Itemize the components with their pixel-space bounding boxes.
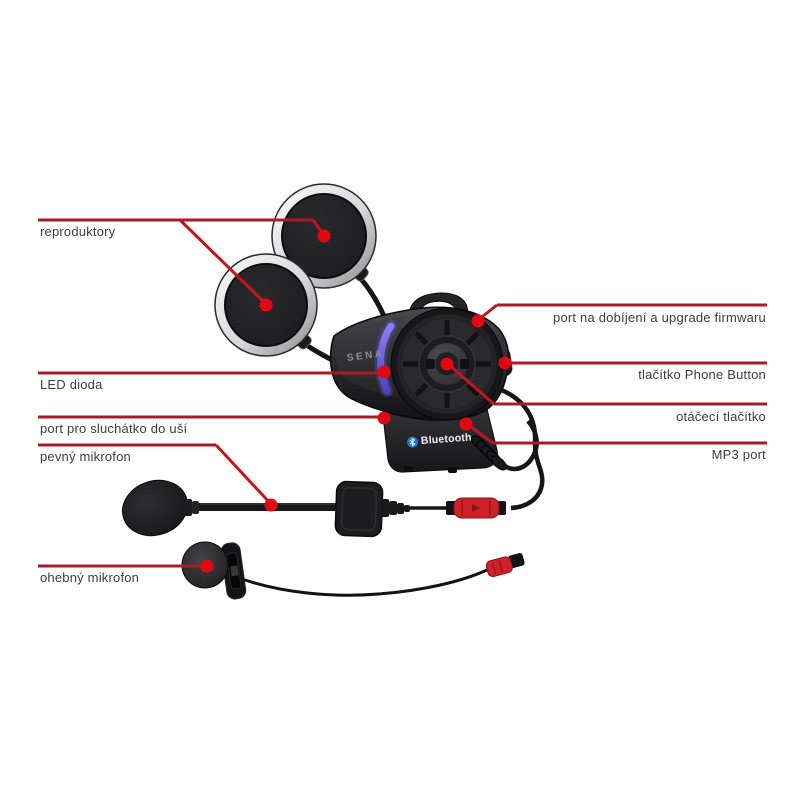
label-port-dobijeni: port na dobíjení a upgrade firmwaru <box>553 310 766 325</box>
bluetooth-icon <box>406 435 419 448</box>
callout-dot <box>377 411 391 425</box>
callouts <box>38 218 767 568</box>
callout-dot <box>259 298 273 312</box>
label-otaceci-tlacitko: otáčecí tlačítko <box>676 409 766 424</box>
label-pevny-mikrofon: pevný mikrofon <box>40 449 131 464</box>
label-tlacitko-phone: tlačítko Phone Button <box>638 367 766 382</box>
callout-mp3-port <box>466 422 767 445</box>
wired-mic-connector <box>485 553 525 578</box>
wired-microphone <box>181 541 525 600</box>
wired-mic-cable <box>241 567 490 597</box>
callout-otaceci-tlacitko <box>447 362 767 406</box>
label-ohebny-mikrofon: ohebný mikrofon <box>40 570 140 585</box>
cable-loop <box>495 385 545 511</box>
callout-pevny-mikrofon <box>38 443 272 505</box>
callout-dot <box>377 365 391 379</box>
boom-jack <box>380 499 410 517</box>
callout-dot <box>471 314 485 328</box>
callout-dot <box>459 417 473 431</box>
callout-dot <box>200 559 214 573</box>
callout-dot <box>498 356 512 370</box>
callout-dot <box>440 357 454 371</box>
label-led-dioda: LED dioda <box>40 377 103 392</box>
label-mp3-port: MP3 port <box>711 447 766 462</box>
label-reproduktory: reproduktory <box>40 224 116 239</box>
label-port-sluchatko: port pro sluchátko do uší <box>40 421 188 436</box>
callout-dot <box>317 229 331 243</box>
callout-dots <box>200 229 512 573</box>
led-strip <box>374 320 397 397</box>
bluetooth-badge: Bluetooth <box>406 431 472 448</box>
callout-dot <box>264 498 278 512</box>
boom-mount-plate <box>334 480 384 538</box>
boom-foam <box>122 479 188 537</box>
boom-microphone <box>122 479 450 538</box>
inline-connector <box>446 497 506 519</box>
